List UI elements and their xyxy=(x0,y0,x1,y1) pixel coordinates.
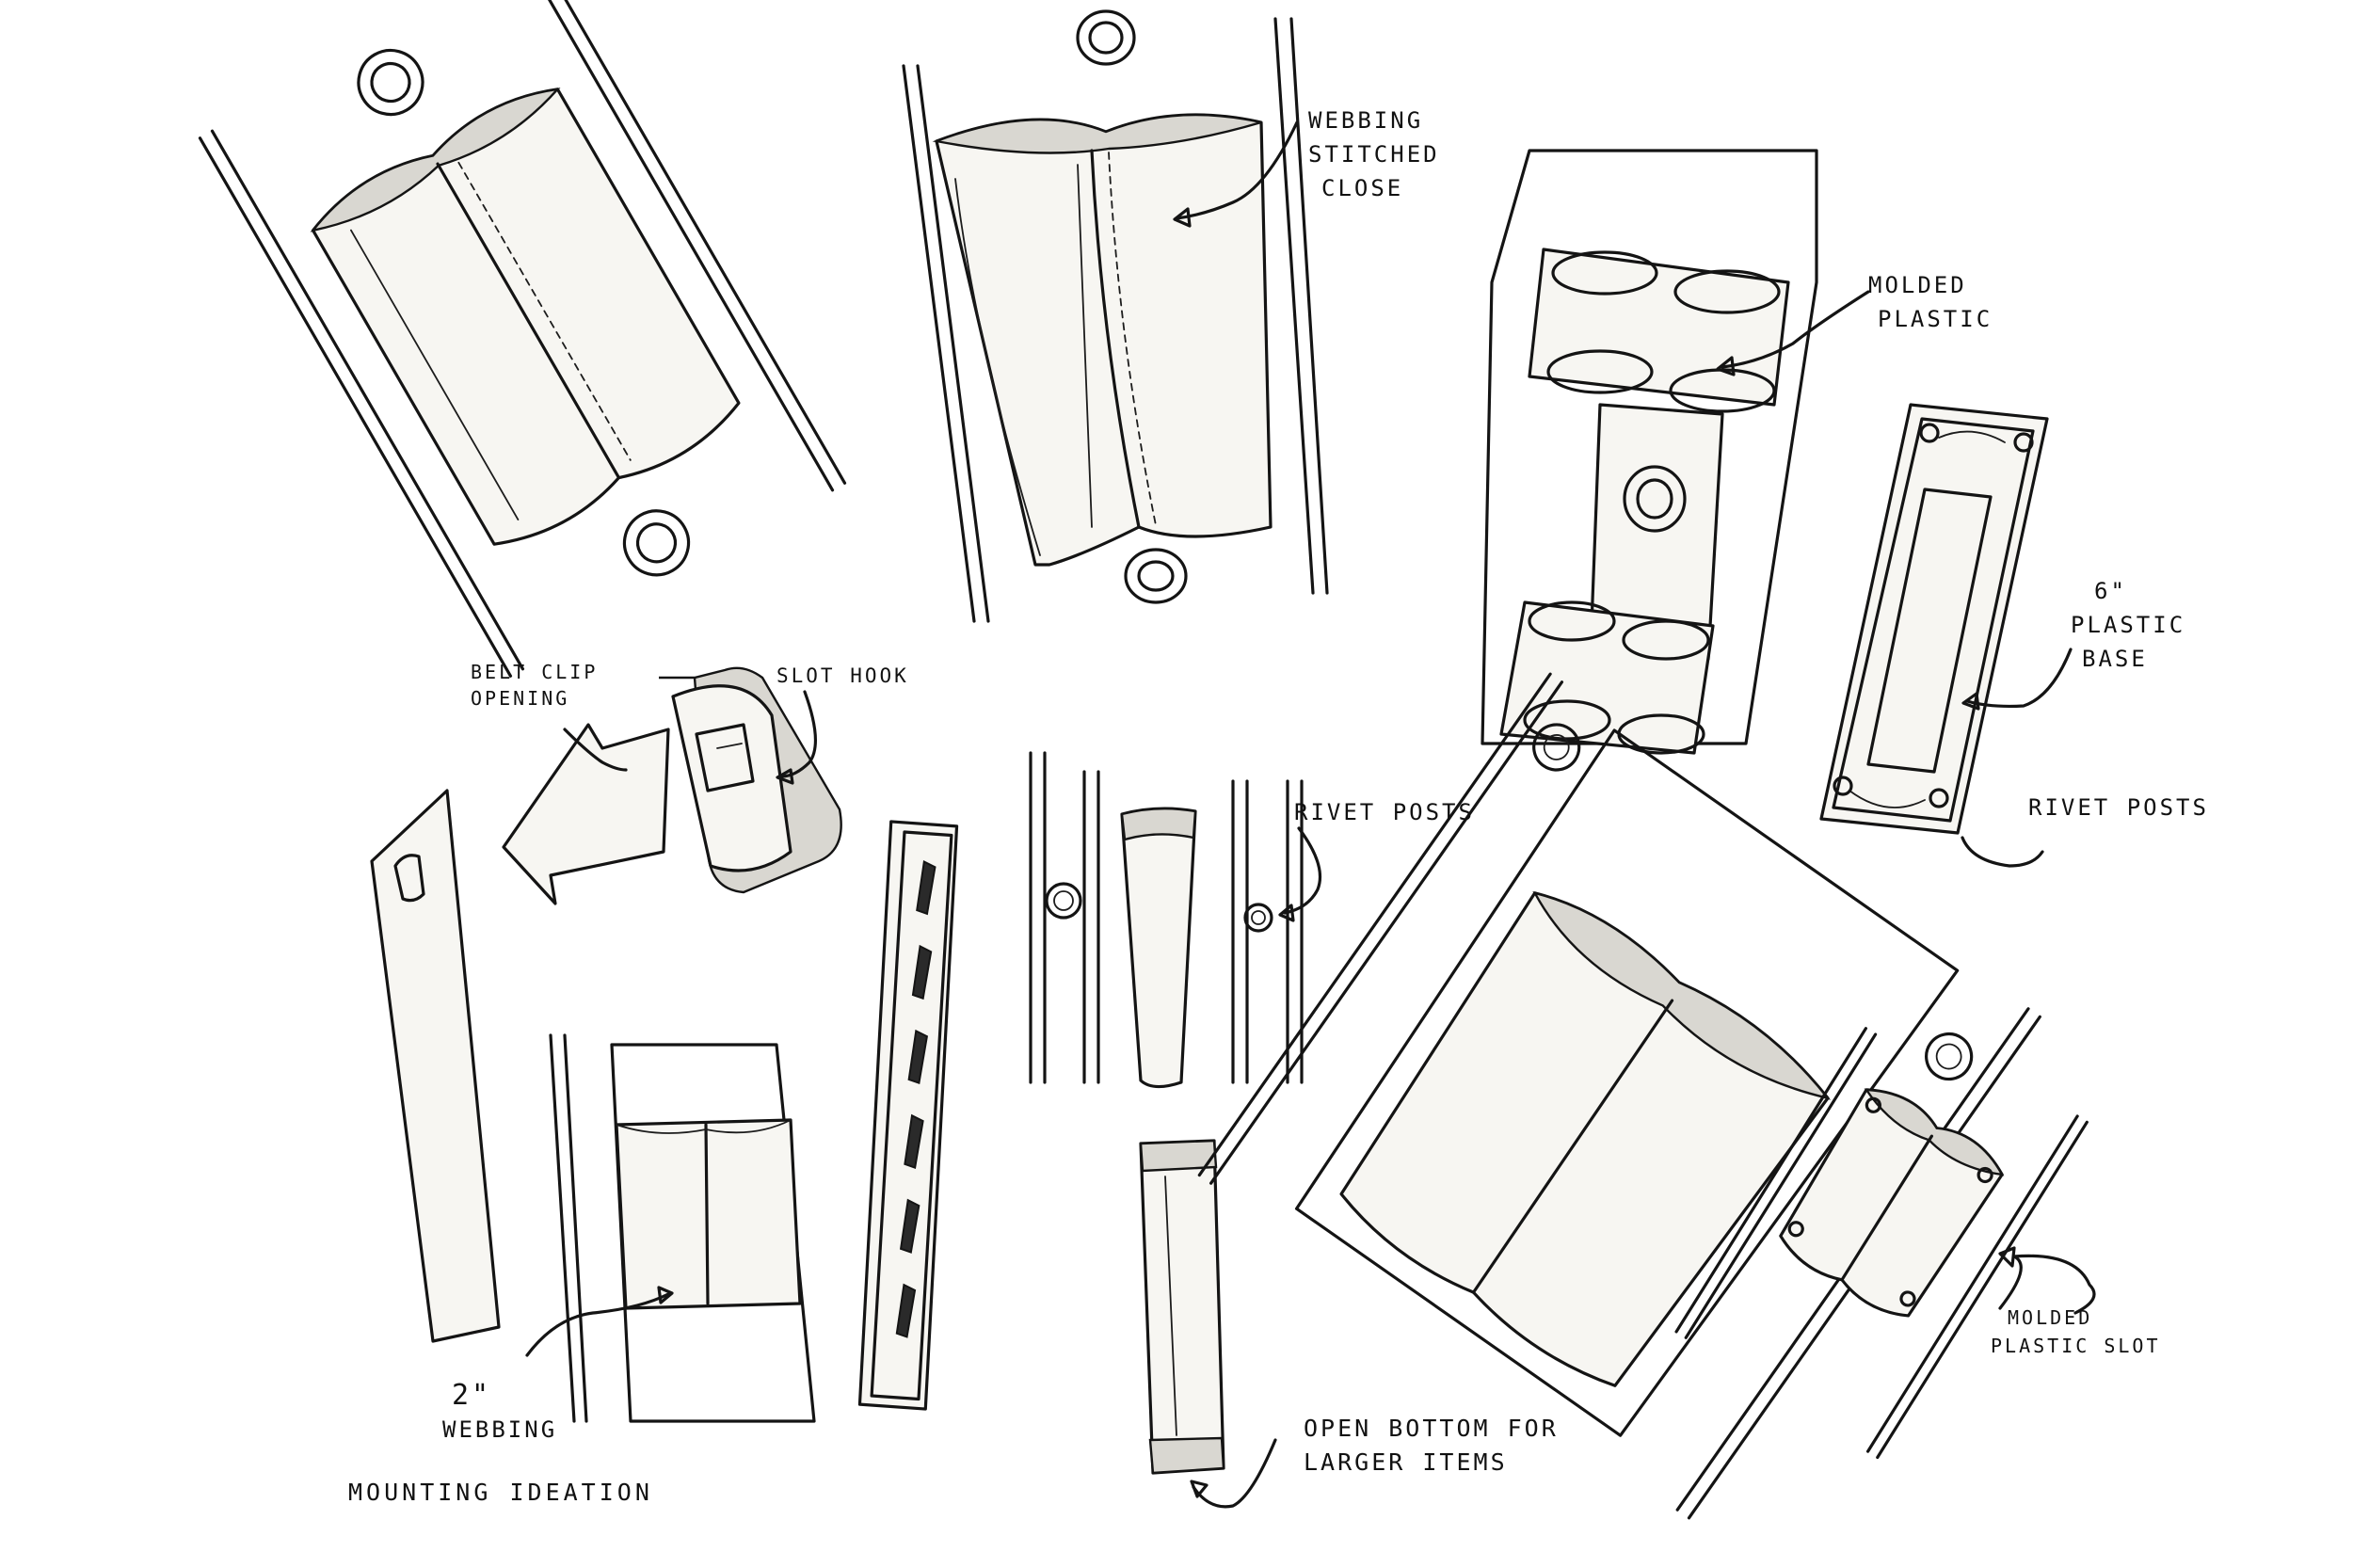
arrow-head-icon xyxy=(1716,356,1736,376)
rivet-icon xyxy=(622,509,691,577)
label-open-bottom: OPEN BOTTOM FOR LARGER ITEMS xyxy=(1304,1415,1559,1476)
sketch-webbing-2in xyxy=(549,1033,816,1423)
callout-arrow xyxy=(1192,1438,1277,1509)
rivet-icon xyxy=(1532,723,1581,772)
rivet-icon xyxy=(1124,548,1188,604)
label-rivet-posts-right: RIVET POSTS xyxy=(2028,794,2209,821)
sketch-molded-plastic-slot xyxy=(1674,1027,2089,1460)
sketch-plain-strap xyxy=(370,789,501,1343)
callout-arrow xyxy=(525,1292,670,1357)
sketch-open-bottom-sleeve xyxy=(1139,1139,1225,1475)
direction-arrow xyxy=(502,723,670,905)
callout-arrow xyxy=(1961,836,2044,868)
rivet-icon xyxy=(357,48,424,117)
rivet-icon xyxy=(1076,9,1136,66)
callout-arrow xyxy=(1175,120,1299,220)
sketch-slotted-rail xyxy=(857,820,959,1411)
arrow-head-icon xyxy=(1961,692,1980,711)
sketch-tilted-pouch-lower xyxy=(1197,672,2041,1520)
arrow-head-icon xyxy=(1278,904,1295,922)
label-molded-plastic: MOLDED PLASTIC xyxy=(1868,272,1993,332)
sketch-webbing-pouch xyxy=(902,9,1329,623)
callout-arrow xyxy=(563,728,628,772)
sketch-slot-hook xyxy=(659,666,842,894)
label-rivet-posts-center: RIVET POSTS xyxy=(1294,799,1475,825)
label-molded-plastic-slot: MOLDED PLASTIC SLOT xyxy=(1991,1306,2161,1357)
molded-plastic-holder xyxy=(1499,600,1715,755)
callout-arrow xyxy=(1998,1254,2096,1315)
molded-plastic-holder xyxy=(1528,248,1790,413)
callout-arrow xyxy=(1965,648,2073,709)
callout-arrow xyxy=(1283,826,1322,915)
sketch-rivet-posts xyxy=(1029,751,1304,1089)
sketch-plastic-base xyxy=(1819,403,2049,835)
arrow-head-icon xyxy=(1190,1480,1209,1498)
arrow-head-icon xyxy=(776,768,794,785)
rivet-icon xyxy=(1243,903,1273,933)
arrow-head-icon xyxy=(1998,1246,2016,1268)
sketch-molded-plastic-band xyxy=(1481,149,1818,755)
rivet-icon xyxy=(1925,1032,1974,1081)
label-webbing-stitched-closed: WEBBING STITCHED CLOSE xyxy=(1308,107,1440,201)
sketch-tilted-double-pouch xyxy=(198,0,847,678)
rivet-icon xyxy=(1045,882,1082,920)
arrow-head-icon xyxy=(657,1286,674,1304)
rivet-icon xyxy=(1623,465,1687,533)
label-slot-hook: SLOT HOOK xyxy=(776,664,909,687)
label-belt-clip-opening: BELT CLIP OPENING xyxy=(471,661,599,710)
arrow-head-icon xyxy=(1173,207,1192,228)
callout-arrow xyxy=(1721,290,1870,369)
label-plastic-base: 6" PLASTIC BASE xyxy=(2071,578,2186,672)
label-mounting-ideation: MOUNTING IDEATION xyxy=(348,1479,653,1506)
label-webbing-2in: 2" WEBBING xyxy=(442,1379,558,1443)
